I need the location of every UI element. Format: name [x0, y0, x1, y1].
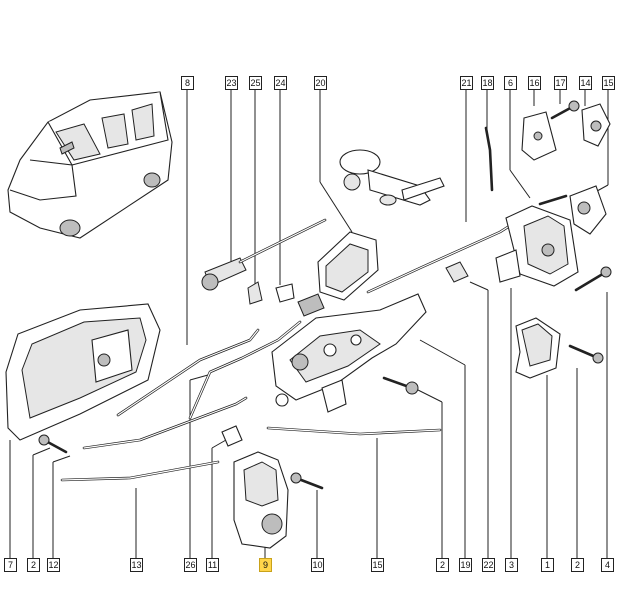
- callout-2-right[interactable]: 2: [571, 558, 584, 572]
- control-rods: [60, 126, 524, 482]
- leader-lines: [9, 90, 609, 558]
- interior-handle-part: [5, 303, 161, 441]
- callout-14[interactable]: 14: [579, 76, 592, 90]
- callout-21[interactable]: 21: [460, 76, 473, 90]
- callout-2-left[interactable]: 2: [27, 558, 40, 572]
- callout-11[interactable]: 11: [206, 558, 219, 572]
- lock-cylinder-part: [339, 149, 445, 206]
- screw-part-4: [574, 266, 612, 292]
- screw-part: [382, 376, 419, 395]
- callout-7[interactable]: 7: [4, 558, 17, 572]
- bracket-part-1: [515, 317, 561, 379]
- callout-17[interactable]: 17: [554, 76, 567, 90]
- van-illustration: [7, 91, 173, 239]
- callout-23[interactable]: 23: [225, 76, 238, 90]
- callout-16[interactable]: 16: [528, 76, 541, 90]
- callout-9[interactable]: 9: [259, 558, 272, 572]
- clip-part-22: [445, 261, 469, 283]
- clip-parts: [247, 281, 295, 305]
- striker-part-5: [538, 185, 607, 235]
- actuator-part: [201, 218, 327, 291]
- callout-6[interactable]: 6: [504, 76, 517, 90]
- lock-mechanism: [271, 293, 427, 413]
- callout-19[interactable]: 19: [459, 558, 472, 572]
- callout-2-mid[interactable]: 2: [436, 558, 449, 572]
- callout-25[interactable]: 25: [249, 76, 262, 90]
- callout-22[interactable]: 22: [482, 558, 495, 572]
- callout-15-bottom[interactable]: 15: [371, 558, 384, 572]
- callout-3[interactable]: 3: [505, 558, 518, 572]
- clip-part-11: [221, 425, 243, 447]
- hinge-part-16: [521, 111, 557, 161]
- callout-8[interactable]: 8: [181, 76, 194, 90]
- callout-10[interactable]: 10: [311, 558, 324, 572]
- callout-4[interactable]: 4: [601, 558, 614, 572]
- callout-13[interactable]: 13: [130, 558, 143, 572]
- callout-24[interactable]: 24: [274, 76, 287, 90]
- callout-12[interactable]: 12: [47, 558, 60, 572]
- callout-1[interactable]: 1: [541, 558, 554, 572]
- callout-15-top[interactable]: 15: [602, 76, 615, 90]
- striker-part-14: [581, 103, 611, 147]
- screw-part-10: [290, 472, 324, 490]
- handle-part-9: [233, 451, 289, 549]
- screw-part-right: [568, 344, 604, 364]
- callout-18[interactable]: 18: [481, 76, 494, 90]
- screw-part-left: [38, 434, 68, 454]
- latch-assembly: [495, 205, 579, 287]
- callout-20[interactable]: 20: [314, 76, 327, 90]
- callout-26[interactable]: 26: [184, 558, 197, 572]
- motor-unit: [297, 231, 379, 317]
- screw-part-17: [550, 100, 580, 120]
